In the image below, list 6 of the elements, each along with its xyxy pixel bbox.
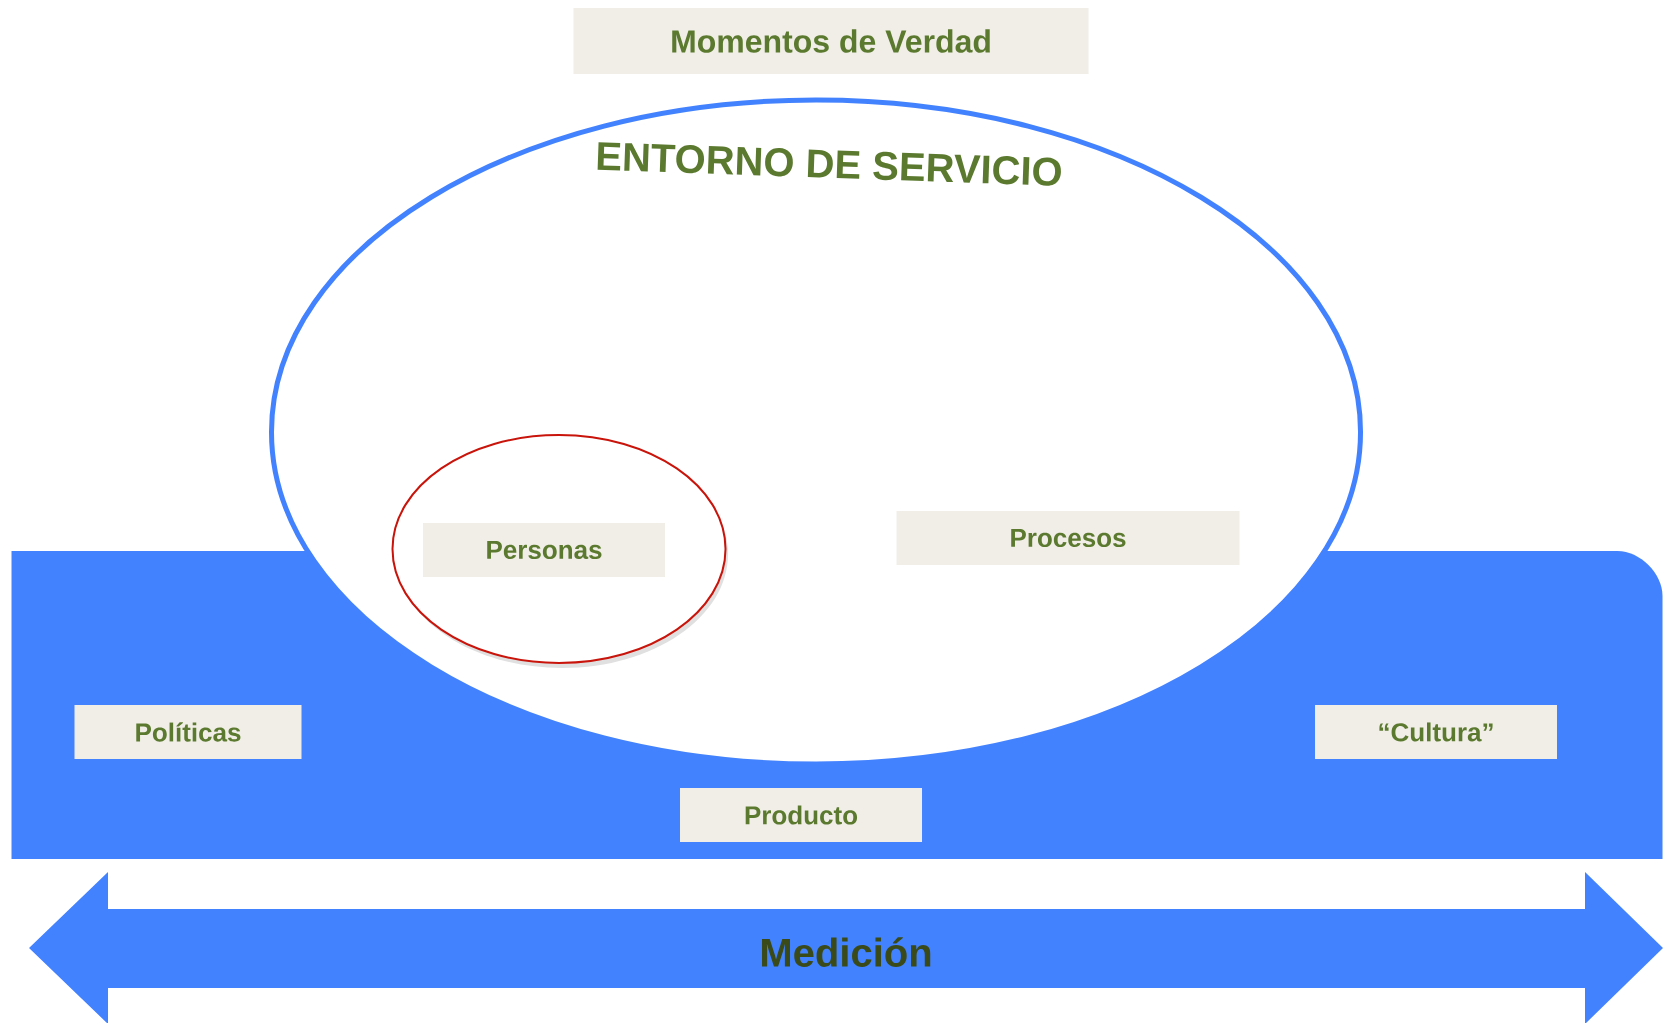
label-box: Personas bbox=[423, 523, 665, 577]
label-box: Producto bbox=[680, 788, 922, 842]
label-box: Políticas bbox=[74, 705, 302, 759]
title-box: Momentos de Verdad bbox=[573, 8, 1089, 74]
label-box: “Cultura” bbox=[1315, 705, 1557, 759]
label-box: Procesos bbox=[896, 511, 1240, 565]
